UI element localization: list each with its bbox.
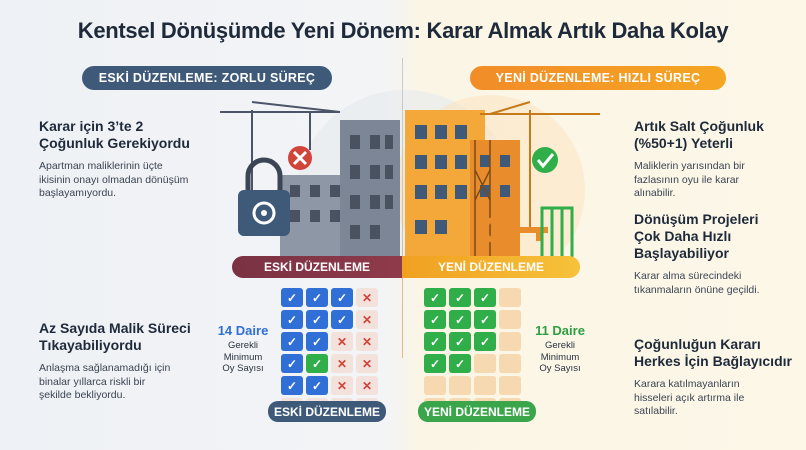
vote-empty-cell — [474, 354, 496, 373]
page-title: Kentsel Dönüşümde Yeni Dönem: Karar Alma… — [77, 18, 729, 43]
old-block-blocking: Az Sayıda Malik Süreci Tıkayabiliyordu A… — [39, 320, 229, 403]
vote-yes-cell: ✓ — [474, 332, 496, 351]
old-ribbon: ESKİ DÜZENLEME — [232, 256, 402, 278]
new-block3-heading: Çoğunluğun Kararı Herkes İçin Bağlayıcıd… — [634, 336, 792, 369]
vote-yes-cell: ✓ — [281, 354, 303, 373]
lock-icon — [238, 157, 290, 236]
vote-yes-cell: ✓ — [424, 310, 446, 329]
vote-yes-cell: ✓ — [306, 332, 328, 351]
old-count: 14 Daire — [217, 323, 269, 338]
vote-yes-cell: ✓ — [474, 288, 496, 307]
vote-yes-cell: ✓ — [424, 288, 446, 307]
vote-no-cell: ✕ — [331, 376, 353, 395]
vote-yes-cell: ✓ — [281, 332, 303, 351]
vote-yes-cell: ✓ — [449, 332, 471, 351]
vote-empty-cell — [499, 288, 521, 307]
old-block1-text: Apartman maliklerinin üçte ikisinin onay… — [39, 160, 189, 199]
old-block2-text: Anlaşma sağlanamadığı için binalar yılla… — [39, 362, 171, 401]
vote-yes-cell: ✓ — [474, 310, 496, 329]
old-section-pill: ESKİ DÜZENLEME: ZORLU SÜREÇ — [82, 66, 332, 90]
vote-no-cell: ✕ — [331, 332, 353, 351]
old-block2-heading: Az Sayıda Malik Süreci Tıkayabiliyordu — [39, 320, 191, 353]
vote-empty-cell — [499, 310, 521, 329]
old-buildings — [280, 120, 400, 260]
new-ribbon: YENİ DÜZENLEME — [402, 256, 580, 278]
old-vote-grid: ✓✓✓✕✓✓✓✕✓✓✕✕✓✓✕✕✓✓✕✕✕✕✕✕ — [281, 288, 378, 417]
old-min-label: Gerekli Minimum Oy Sayısı — [222, 340, 264, 374]
vote-yes-cell: ✓ — [281, 310, 303, 329]
new-vote-grid: ✓✓✓✓✓✓✓✓✓✓✓ — [424, 288, 521, 417]
old-bottom-label: ESKİ DÜZENLEME — [268, 401, 386, 422]
vote-no-cell: ✕ — [356, 288, 378, 307]
vote-yes-cell: ✓ — [281, 376, 303, 395]
old-count-block: 14 Daire Gerekli Minimum Oy Sayısı — [213, 323, 273, 375]
old-crane — [220, 101, 341, 200]
new-block-speed: Dönüşüm Projeleri Çok Daha Hızlı Başlaya… — [634, 211, 804, 297]
vote-no-cell: ✕ — [331, 354, 353, 373]
new-block3-text: Karara katılmayanların hisseleri açık ar… — [634, 378, 745, 417]
vote-yes-cell: ✓ — [449, 354, 471, 373]
approve-check-icon — [532, 147, 558, 173]
vote-yes-cell: ✓ — [424, 354, 446, 373]
new-section-pill: YENİ DÜZENLEME: HIZLI SÜREÇ — [470, 66, 726, 90]
vote-no-cell: ✕ — [356, 310, 378, 329]
vote-yes-cell: ✓ — [424, 332, 446, 351]
vote-yes-cell: ✓ — [331, 310, 353, 329]
new-count: 11 Daire — [535, 323, 585, 338]
vote-yes-cell: ✓ — [449, 310, 471, 329]
new-count-block: 11 Daire Gerekli Minimum Oy Sayısı — [530, 323, 590, 375]
new-block1-heading: Artık Salt Çoğunluk (%50+1) Yeterli — [634, 118, 764, 151]
key-icon — [482, 216, 548, 244]
vote-empty-cell — [424, 376, 446, 395]
old-block1-heading: Karar için 3’te 2 Çoğunluk Gerekiyordu — [39, 118, 190, 151]
vote-yes-cell: ✓ — [449, 288, 471, 307]
buildings-illustration — [220, 90, 600, 270]
vote-empty-cell — [499, 354, 521, 373]
new-crane — [480, 101, 600, 230]
vote-empty-cell — [499, 376, 521, 395]
vote-yes-cell: ✓ — [306, 376, 328, 395]
reject-icon — [288, 146, 312, 170]
vote-no-cell: ✕ — [356, 376, 378, 395]
vote-empty-cell — [449, 376, 471, 395]
new-block2-heading: Dönüşüm Projeleri Çok Daha Hızlı Başlaya… — [634, 211, 759, 261]
vote-yes-cell: ✓ — [306, 288, 328, 307]
vote-no-cell: ✕ — [356, 332, 378, 351]
new-block-majority: Artık Salt Çoğunluk (%50+1) Yeterli Mali… — [634, 118, 804, 201]
new-block1-text: Maliklerin yarısından bir fazlasının oyu… — [634, 160, 745, 199]
center-divider — [402, 58, 403, 358]
vote-empty-cell — [499, 332, 521, 351]
vote-no-cell: ✕ — [356, 354, 378, 373]
vote-yes-cell: ✓ — [306, 354, 328, 373]
vote-yes-cell: ✓ — [331, 288, 353, 307]
new-buildings — [405, 110, 520, 260]
new-bottom-label: YENİ DÜZENLEME — [418, 401, 536, 422]
vote-empty-cell — [474, 376, 496, 395]
vote-yes-cell: ✓ — [281, 288, 303, 307]
new-block2-text: Karar alma sürecindeki tıkanmaların önün… — [634, 270, 760, 296]
new-min-label: Gerekli Minimum Oy Sayısı — [539, 340, 581, 374]
new-block-binding: Çoğunluğun Kararı Herkes İçin Bağlayıcıd… — [634, 336, 804, 419]
vote-yes-cell: ✓ — [306, 310, 328, 329]
old-block-majority: Karar için 3’te 2 Çoğunluk Gerekiyordu A… — [39, 118, 229, 201]
